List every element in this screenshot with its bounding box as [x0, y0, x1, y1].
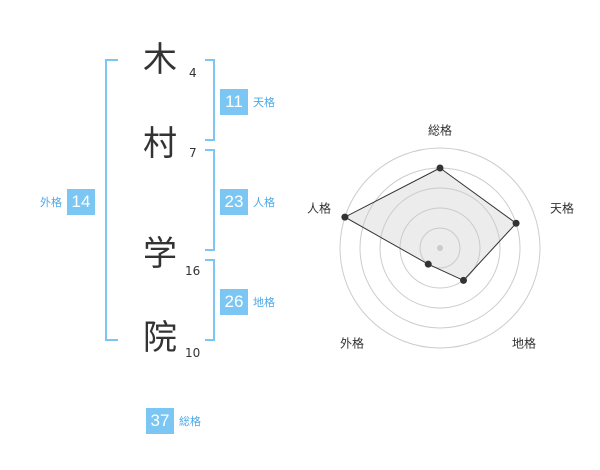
tenkaku-label: 天格	[253, 96, 275, 109]
radar-point-3	[460, 276, 468, 284]
name-char-3: 学	[143, 234, 177, 274]
radar-label-soukaku: 総格	[427, 123, 453, 138]
soukaku-label: 総格	[179, 415, 201, 428]
radar-label-gaikaku: 外格	[339, 336, 365, 351]
stroke-count-3: 16	[185, 264, 201, 278]
radar-label-tenkaku: 天格	[549, 201, 575, 216]
name-char-1: 木	[143, 40, 177, 80]
radar-label-chikaku: 地格	[511, 336, 537, 351]
name-char-2: 村	[143, 124, 177, 164]
jinkaku-bracket	[205, 149, 215, 251]
jinkaku-badge: 23 人格	[220, 189, 275, 215]
name-char-4: 院	[143, 318, 177, 358]
radar-point-1	[436, 164, 444, 172]
stroke-count-4: 10	[185, 346, 201, 360]
chikaku-badge: 26 地格	[220, 289, 275, 315]
radar-chart	[339, 147, 541, 349]
radar-point-2	[512, 219, 520, 227]
soukaku-badge: 37 総格	[146, 408, 201, 434]
stroke-count-1: 4	[189, 66, 197, 80]
radar-center	[437, 245, 443, 251]
radar-polygon	[343, 167, 517, 282]
gaikaku-label: 外格	[40, 196, 62, 209]
stroke-count-2: 7	[189, 146, 197, 160]
soukaku-value: 37	[146, 408, 174, 434]
gaikaku-bracket	[105, 59, 118, 341]
gaikaku-badge: 外格 14	[40, 189, 95, 215]
tenkaku-value: 11	[220, 89, 248, 115]
tenkaku-badge: 11 天格	[220, 89, 275, 115]
jinkaku-value: 23	[220, 189, 248, 215]
gaikaku-value: 14	[67, 189, 95, 215]
chikaku-bracket	[205, 259, 215, 341]
tenkaku-bracket	[205, 59, 215, 141]
radar-point-5	[341, 213, 349, 221]
radar-point-4	[424, 260, 432, 268]
jinkaku-label: 人格	[253, 196, 275, 209]
chikaku-label: 地格	[253, 296, 275, 309]
chikaku-value: 26	[220, 289, 248, 315]
radar-ring	[339, 147, 541, 349]
radar-label-jinkaku: 人格	[306, 201, 332, 216]
